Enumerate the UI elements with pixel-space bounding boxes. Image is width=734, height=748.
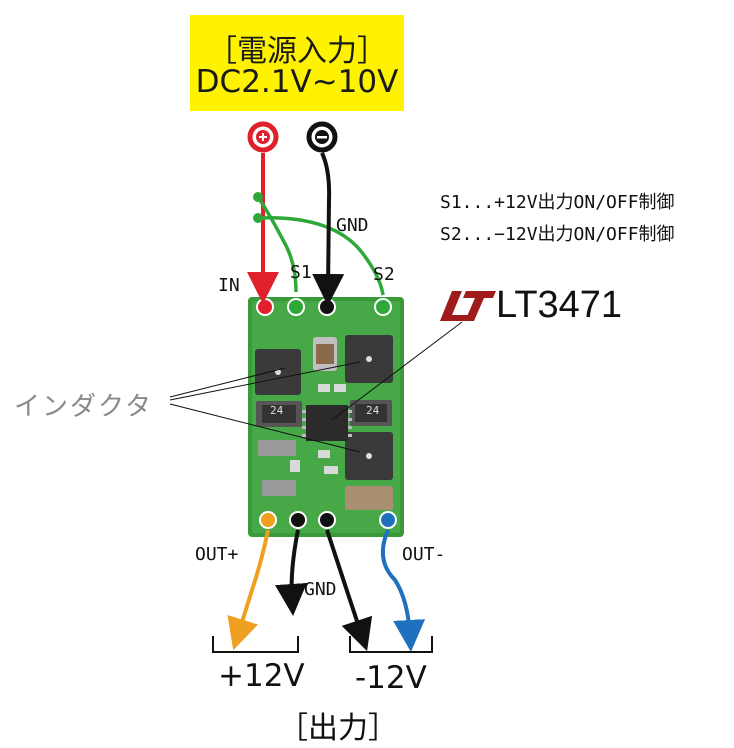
power-input-title: ［電源入力］	[207, 34, 387, 69]
board-marking-2: 24	[366, 404, 380, 417]
inductor-leader-lines	[169, 361, 361, 453]
chip-leader-line	[331, 321, 463, 421]
green-wire-s2	[257, 216, 385, 296]
bracket-negative	[349, 636, 433, 653]
pin-pads	[256, 298, 397, 529]
lt-logo-icon	[440, 291, 496, 321]
board-marking-1: 24	[270, 404, 284, 417]
black-wire-out-left	[274, 529, 307, 616]
pin-label-gnd-bottom: GND	[304, 579, 337, 600]
note-s2: S2...−12V出力ON/OFF制御	[440, 224, 675, 245]
note-s1: S1...+12V出力ON/OFF制御	[440, 192, 675, 213]
blue-wire	[380, 529, 426, 652]
pin-label-in: IN	[218, 275, 240, 296]
lt3471-chip	[302, 405, 352, 441]
power-input-box	[190, 15, 404, 111]
green-junction-1	[253, 192, 263, 202]
output-positive-voltage: +12V	[218, 658, 305, 694]
inductor-3	[345, 432, 393, 480]
inductor-1	[255, 349, 301, 395]
pin-label-out-plus: OUT+	[195, 544, 239, 565]
plus-terminal-icon	[247, 121, 279, 153]
pin-label-gnd-top: GND	[336, 215, 369, 236]
power-input-range: DC2.1V~10V	[195, 64, 399, 100]
orange-wire	[227, 529, 270, 651]
pin-label-s2: S2	[373, 264, 395, 285]
black-wire-out-right	[325, 529, 373, 652]
inductor-2	[345, 335, 393, 383]
black-gnd-wire-top	[312, 152, 345, 306]
bracket-positive	[212, 636, 299, 653]
capacitor-left	[256, 401, 302, 427]
capacitor-bottom-right	[345, 486, 393, 510]
output-title: ［出力］	[278, 711, 398, 746]
pin-label-s1: S1	[290, 262, 312, 283]
output-negative-voltage: -12V	[355, 660, 427, 696]
pin-label-out-minus: OUT-	[402, 544, 446, 565]
capacitor-right	[350, 400, 392, 426]
capacitor-top	[313, 337, 337, 371]
green-wire-s1	[256, 196, 298, 293]
chip-name: LT3471	[496, 284, 623, 326]
small-smd-parts	[290, 384, 346, 474]
green-junction-2	[253, 213, 263, 223]
minus-terminal-icon	[306, 121, 338, 153]
capacitor-bottom-left	[258, 440, 296, 496]
inductor-label: インダクタ	[14, 392, 153, 422]
